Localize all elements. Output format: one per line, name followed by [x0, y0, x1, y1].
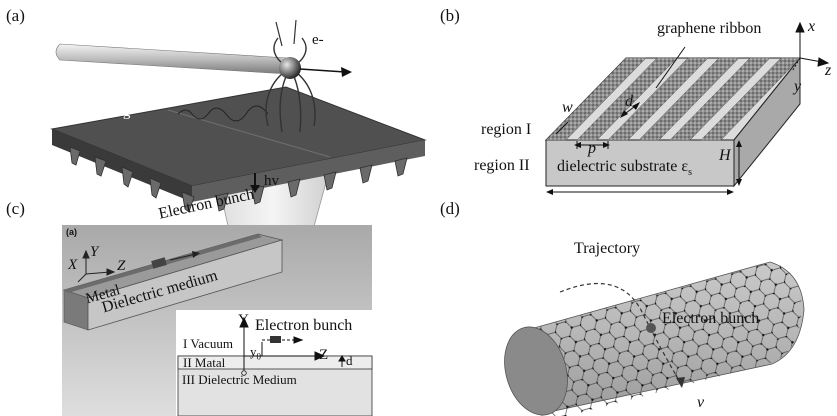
panel-b-letter: (b): [440, 6, 460, 25]
panel-d-letter: (d): [440, 199, 460, 218]
panel-c-scene: [62, 225, 373, 416]
width-label: w: [562, 99, 573, 116]
substrate-text: dielectric substrate ε: [557, 158, 689, 175]
thickness-label: d: [346, 353, 353, 368]
axes-c-top: [77, 249, 116, 283]
bar-front: [87, 239, 283, 331]
dielectric-layer-label: III Dielectric Medium: [182, 372, 297, 387]
panel-d-scene: [504, 261, 805, 416]
trajectory-label: Trajectory: [574, 240, 641, 257]
y-axis-label-b: y: [794, 78, 802, 95]
height-label: H: [719, 147, 731, 164]
nanotube-bunch-label: Electron bunch: [662, 310, 760, 327]
axes-b: [792, 21, 830, 71]
electron-ball: [279, 57, 301, 79]
y0-subscript: 0: [256, 351, 262, 362]
region-1-label: region I: [481, 121, 532, 138]
velocity-label: v: [697, 394, 705, 411]
photon-label: hv: [264, 173, 279, 189]
nanotube-end-cap: [504, 326, 568, 416]
axes-c-cross: [239, 316, 346, 370]
vacuum-layer-label: I Vacuum: [183, 336, 233, 351]
z-axis-label-b: z: [825, 62, 832, 79]
panel-a-scene: [50, 19, 427, 271]
electron-bunch-dot: [646, 323, 656, 333]
x-axis-label-c: X: [68, 257, 78, 273]
metal-ag-label: Ag: [112, 104, 131, 120]
grating-teeth: [69, 146, 408, 213]
graphene-ribbon-label: graphene ribbon: [657, 20, 762, 37]
inset-letter-c: (a): [66, 227, 77, 237]
metal-layer-label: II Matal: [183, 355, 226, 370]
trajectory-path: [559, 282, 681, 383]
substrate-label: dielectric substrate εs: [557, 158, 692, 178]
cross-z-label: Z: [319, 347, 329, 363]
graphene-ribbons: [545, 57, 801, 141]
panel-b-scene: [544, 21, 830, 195]
y0-text: y: [250, 344, 257, 359]
emission-wave: [177, 105, 269, 122]
top-electron-bunch: [151, 257, 167, 269]
z-axis-label-c: Z: [117, 258, 126, 274]
panel-a-letter: (a): [6, 6, 25, 25]
panel-c-letter: (c): [6, 199, 25, 218]
cross-bunch-label: Electron bunch: [255, 317, 353, 334]
substrate-subscript: s: [688, 167, 693, 179]
electron-label: e-: [312, 32, 324, 48]
cross-y-label: Y: [238, 312, 249, 328]
y-axis-label-c: Y: [90, 244, 99, 260]
cross-electron-bunch: [270, 336, 281, 343]
period-label: p: [588, 140, 596, 157]
x-axis-label-b: x: [808, 18, 816, 35]
y0-label: y0: [250, 344, 261, 362]
gap-label: d: [625, 93, 633, 110]
region-2-label: region II: [474, 157, 530, 174]
